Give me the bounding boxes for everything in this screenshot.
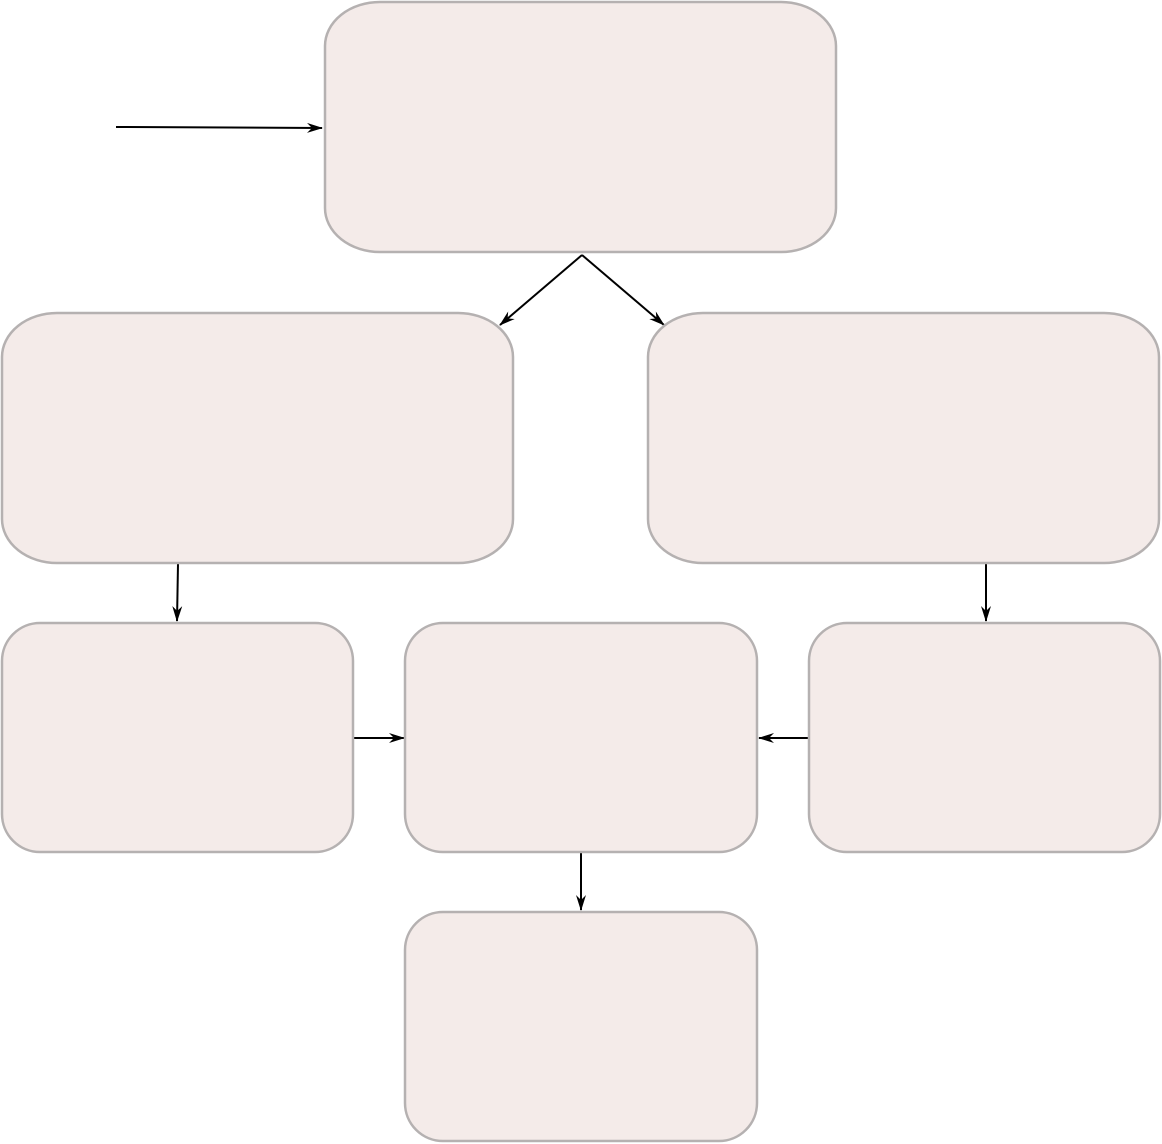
edges-layer: [115, 122, 991, 911]
node-low-right[interactable]: [807, 621, 1162, 854]
node-low-center[interactable]: [403, 621, 759, 854]
node-bottom[interactable]: [403, 910, 759, 1143]
node-low-left[interactable]: [0, 621, 355, 854]
edge-mid-left-to-low-left: [172, 563, 183, 622]
edge-top-to-mid-left: [499, 254, 583, 326]
edge-top-to-mid-right: [581, 254, 665, 326]
node-top[interactable]: [323, 0, 838, 254]
edge-entry-to-top: [115, 122, 323, 133]
node-mid-left[interactable]: [0, 311, 515, 565]
node-mid-right[interactable]: [646, 311, 1161, 565]
